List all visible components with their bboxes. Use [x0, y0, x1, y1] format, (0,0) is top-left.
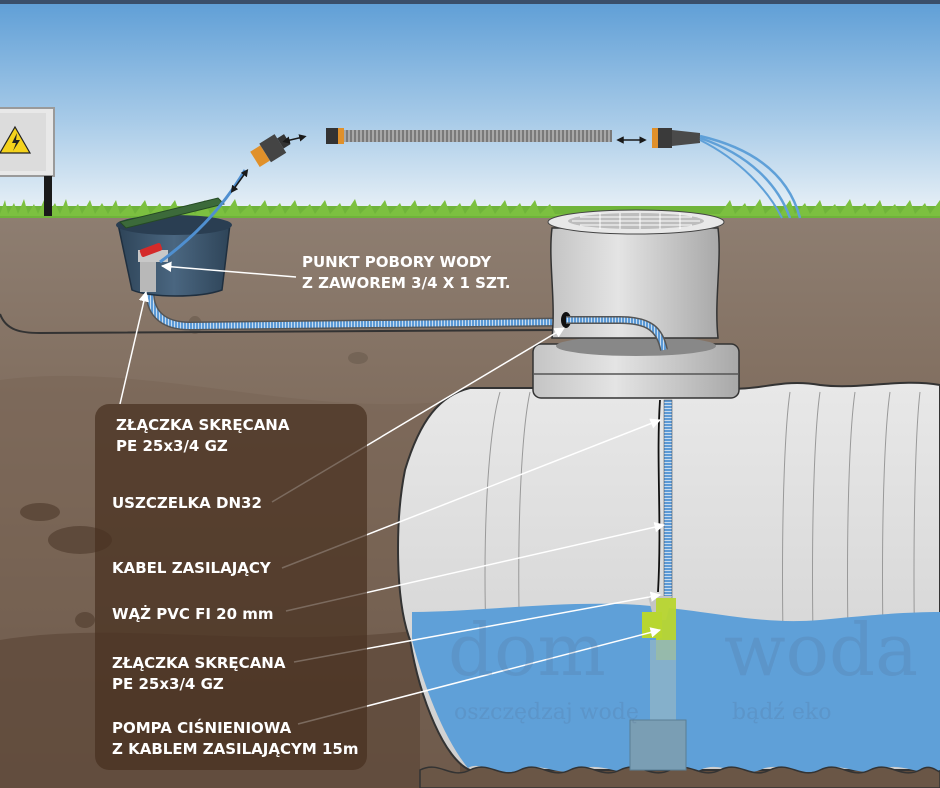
electrical-box	[0, 107, 55, 216]
label-fitting-top: ZŁĄCZKA SKRĘCANA PE 25x3/4 GZ	[116, 415, 289, 457]
watermark-dom: dom	[448, 608, 606, 692]
pressure-pump	[629, 596, 687, 771]
label-fitting-bottom-line1: ZŁĄCZKA SKRĘCANA	[112, 654, 286, 672]
labels-panel	[95, 404, 367, 770]
label-fitting-bottom: ZŁĄCZKA SKRĘCANA PE 25x3/4 GZ	[112, 653, 285, 695]
high-voltage-warning-icon	[0, 125, 32, 154]
watermark-slogan-right: bądź eko	[732, 700, 832, 725]
watermark-slogan-left: oszczędzaj wodę	[454, 700, 639, 725]
corrugated-garden-hose	[326, 128, 612, 144]
tank-riser	[532, 209, 740, 399]
water-point-box	[116, 197, 232, 297]
label-fitting-bottom-line2: PE 25x3/4 GZ	[112, 675, 224, 693]
label-water-point: PUNKT POBORY WODY Z ZAWOREM 3/4 X 1 SZT.	[302, 252, 511, 294]
label-pump: POMPA CIŚNIENIOWA Z KABLEM ZASILAJĄCYM 1…	[112, 718, 358, 760]
label-seal: USZCZELKA DN32	[112, 494, 262, 512]
pvc-hose	[663, 399, 673, 599]
label-fitting-top-line2: PE 25x3/4 GZ	[116, 437, 228, 455]
label-pump-line2: Z KABLEM ZASILAJĄCYM 15m	[112, 740, 359, 758]
top-bar	[0, 0, 940, 4]
label-hose: WĄŻ PVC FI 20 mm	[112, 605, 274, 623]
label-power-cable: KABEL ZASILAJĄCY	[112, 559, 271, 577]
label-water-point-line1: PUNKT POBORY WODY	[302, 253, 492, 271]
sky	[0, 0, 940, 220]
power-cable	[657, 399, 661, 593]
label-fitting-top-line1: ZŁĄCZKA SKRĘCANA	[116, 416, 290, 434]
spray-nozzle	[652, 128, 700, 148]
watermark-woda: woda	[724, 608, 918, 692]
label-pump-line1: POMPA CIŚNIENIOWA	[112, 719, 292, 737]
label-water-point-line2: Z ZAWOREM 3/4 X 1 SZT.	[302, 274, 511, 292]
